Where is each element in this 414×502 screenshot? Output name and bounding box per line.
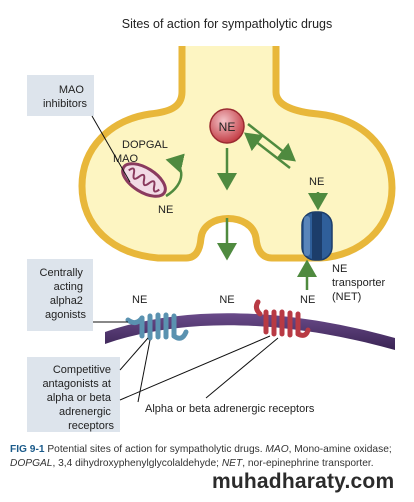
centrally-acting-text: Centrally acting alpha2 agonists — [40, 267, 87, 321]
mao-inhibitors-text: MAO inhibitors — [43, 84, 88, 110]
cleft-ne-right: NE — [300, 294, 315, 306]
leader-lines — [91, 115, 279, 403]
caption-text-1: Potential sites of action for sympatholy… — [47, 444, 263, 455]
right-ne-label: NE — [309, 176, 324, 188]
receptors-label: Alpha or beta adrenergic receptors — [145, 403, 315, 415]
nerve-terminal — [78, 46, 396, 262]
centrally-acting-line2: acting — [54, 281, 83, 293]
figure-number: FIG 9-1 — [10, 444, 45, 455]
mito-ne-label: NE — [158, 204, 173, 216]
caption-text-2: , Mono-amine oxidase; — [288, 444, 392, 455]
ne-in-arrow — [244, 132, 291, 169]
vesicle — [209, 108, 245, 144]
receptor-blue — [125, 312, 189, 341]
centrally-acting-line3: alpha2 — [50, 295, 83, 307]
centrally-acting-line4: agonists — [45, 309, 86, 321]
centrally-acting-box — [27, 259, 93, 331]
net-label-line2: transporter — [332, 277, 386, 289]
ne-transporter — [301, 211, 333, 261]
competitive-line1: Competitive — [53, 364, 111, 376]
caption-net-abbr: NET — [221, 458, 243, 469]
competitive-text: Competitive antagonists at alpha or beta… — [42, 364, 114, 432]
diagram-title: Sites of action for sympatholytic drugs — [122, 17, 333, 31]
postsynaptic-membrane — [105, 313, 395, 350]
competitive-line2: antagonists at — [42, 378, 111, 390]
mao-inhibitors-box — [27, 75, 94, 116]
caption-dopgal-abbr: DOPGAL — [10, 458, 53, 469]
competitive-line5: receptors — [68, 420, 114, 432]
dopgal-label: DOPGAL — [122, 139, 168, 151]
watermark: muhadharaty.com — [212, 470, 395, 493]
net-label-line1: NE — [332, 263, 347, 275]
mao-label: MAO — [113, 153, 139, 165]
competitive-box — [27, 357, 120, 432]
figure-caption: FIG 9-1 Potential sites of action for sy… — [10, 443, 406, 471]
net-label: NE transporter (NET) — [332, 263, 386, 303]
caption-mao-abbr: MAO — [265, 444, 289, 455]
vesicle-ne-label: NE — [219, 120, 236, 134]
caption-text-3: , 3,4 dihydroxyphenylglycolaldehyde; — [52, 458, 219, 469]
receptor-red — [253, 299, 311, 338]
caption-text-4: , nor-epinephrine transporter. — [242, 458, 374, 469]
mao-inhibitors-line1: MAO — [59, 84, 85, 96]
ne-to-mao-arrow — [165, 153, 185, 198]
mitochondrion — [121, 162, 167, 198]
cleft-ne-center: NE — [219, 294, 234, 306]
diagram-svg: Sites of action for sympatholytic drugs … — [27, 17, 396, 432]
mao-inhibitors-line2: inhibitors — [43, 98, 88, 110]
net-label-line3: (NET) — [332, 291, 361, 303]
competitive-line3: alpha or beta — [47, 392, 112, 404]
competitive-line4: adrenergic — [59, 406, 111, 418]
cleft-ne-left: NE — [132, 294, 147, 306]
centrally-acting-line1: Centrally — [40, 267, 84, 279]
ne-out-arrow — [247, 123, 296, 162]
